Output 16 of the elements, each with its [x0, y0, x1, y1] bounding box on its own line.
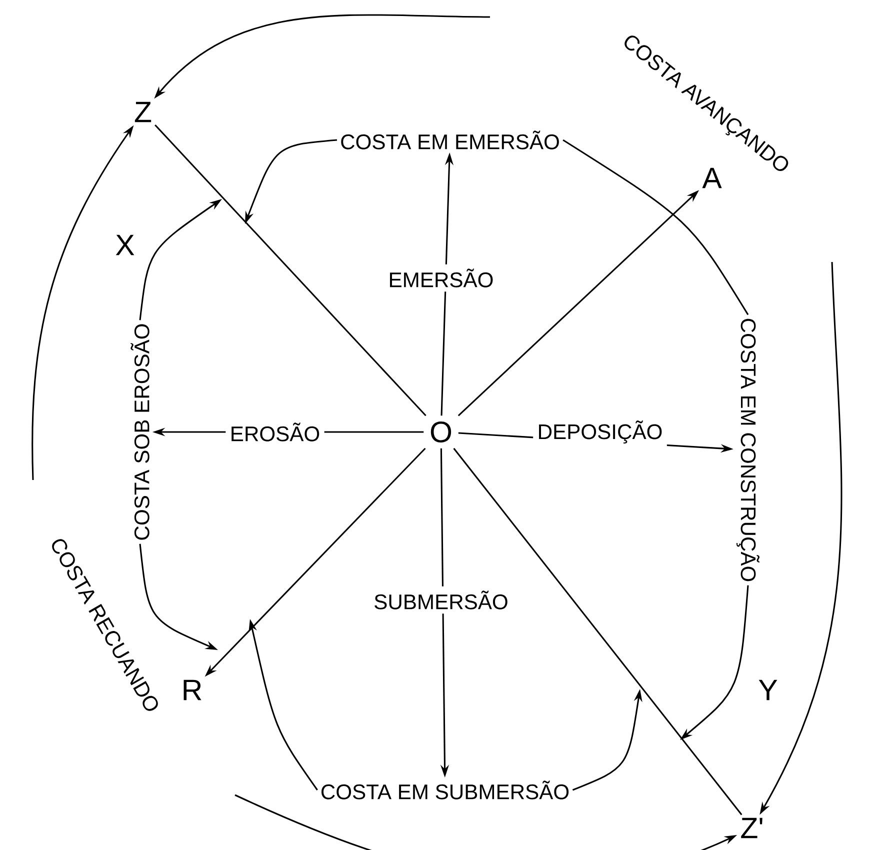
phrase-label: COSTA EM EMERSÃO	[341, 130, 559, 150]
edge-label: EMERSÃO	[384, 264, 498, 292]
phrase-label: COSTA EM CONSTRUÇÃO	[736, 318, 760, 582]
point-letter: Z'	[741, 818, 762, 838]
point-letter: O	[430, 422, 452, 442]
line	[453, 448, 742, 816]
point-letter: Z	[134, 102, 152, 122]
edge-label: SUBMERSÃO	[369, 586, 513, 614]
point-letter: X	[116, 234, 134, 256]
line	[154, 124, 426, 416]
edge-label: DEPOSIÇÃO	[533, 416, 667, 448]
point-letter: R	[184, 680, 202, 700]
edge-label: EROSÃO	[226, 418, 324, 446]
phrase-label: COSTA EM SUBMERSÃO	[322, 780, 569, 800]
phrase-label: COSTA SOB EROSÃO	[130, 324, 150, 540]
point-letter: Y	[758, 680, 778, 700]
